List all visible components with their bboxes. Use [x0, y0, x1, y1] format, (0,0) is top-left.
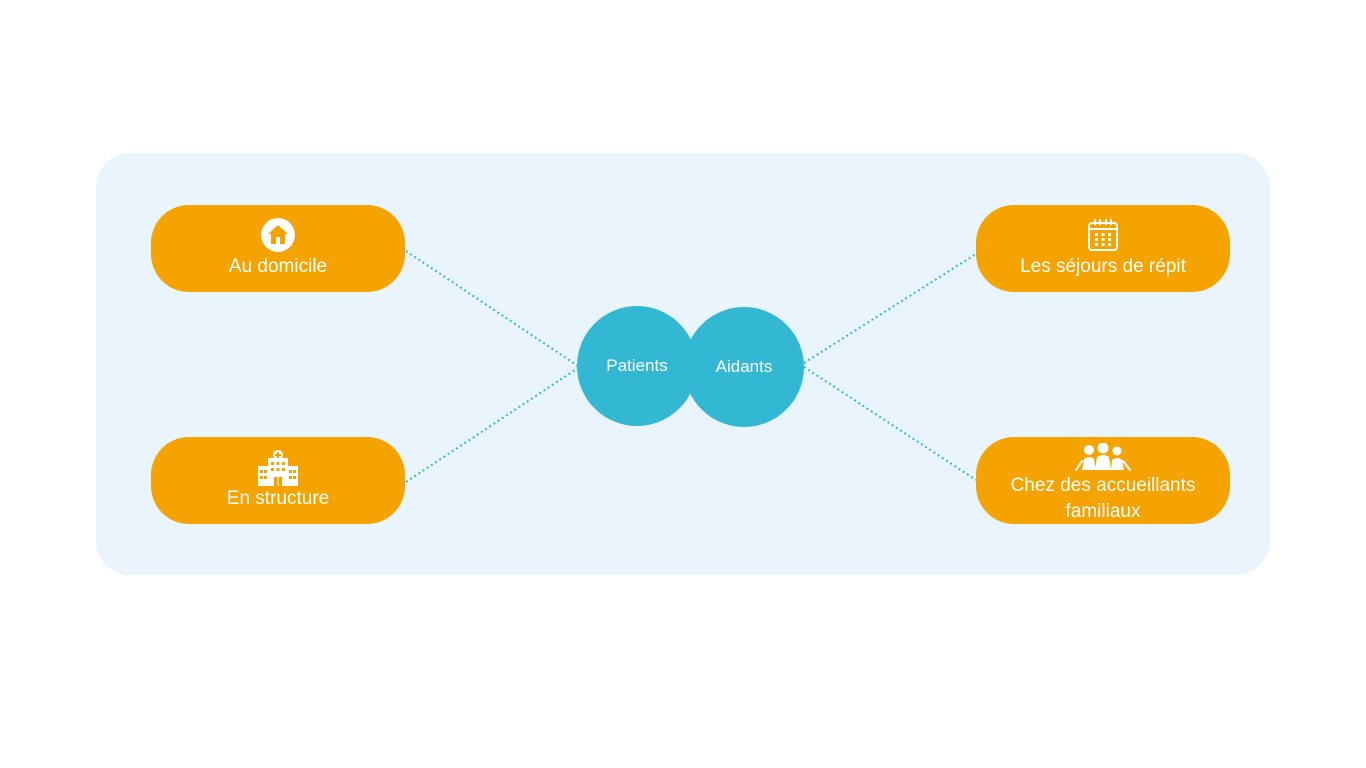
node-label: Chez des accueillants familiaux — [1010, 474, 1196, 522]
house-icon — [260, 217, 296, 252]
calendar-icon — [1087, 218, 1119, 252]
aidants-label: Aidants — [715, 357, 773, 376]
connector-au-domicile — [405, 250, 579, 367]
node-label: En structure — [226, 487, 330, 509]
connector-sejours-repit — [803, 253, 977, 364]
node-label: Au domicile — [228, 255, 328, 277]
patients-circle: Patients — [577, 306, 697, 426]
hospital-icon — [257, 449, 299, 486]
connector-accueillants-familiaux — [803, 366, 977, 481]
node-accueillants-familiaux: Chez des accueillants familiaux — [976, 437, 1230, 524]
node-au-domicile: Au domicile — [151, 205, 405, 292]
connector-en-structure — [405, 367, 579, 483]
node-en-structure: En structure — [151, 437, 405, 524]
patients-label: Patients — [606, 356, 668, 375]
family-group-icon — [1074, 442, 1132, 471]
node-sejours-repit: Les séjours de répit — [976, 205, 1230, 292]
aidants-circle: Aidants — [684, 307, 804, 427]
node-label: Les séjours de répit — [1020, 255, 1186, 277]
